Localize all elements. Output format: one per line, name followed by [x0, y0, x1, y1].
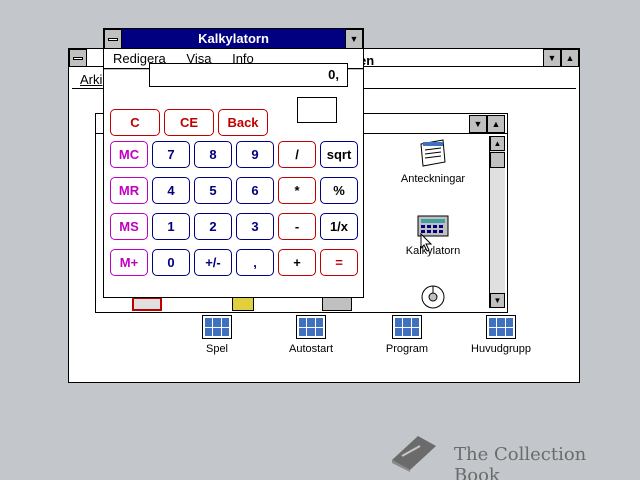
calculator-minimize-button[interactable]: ▼: [345, 29, 363, 49]
scroll-thumb[interactable]: [490, 152, 505, 168]
digit-3-button[interactable]: 3: [236, 213, 274, 240]
memory-store-button[interactable]: MS: [110, 213, 148, 240]
digit-4-button[interactable]: 4: [152, 177, 190, 204]
app-icon-kalkylatorn[interactable]: Kalkylatorn: [388, 212, 478, 257]
sign-toggle-button[interactable]: +/-: [194, 249, 232, 276]
subtract-button[interactable]: -: [278, 213, 316, 240]
digit-5-button[interactable]: 5: [194, 177, 232, 204]
app-icon-label: Kalkylatorn: [405, 245, 461, 257]
calculator-icon: [417, 215, 449, 237]
menu-arkiv[interactable]: Arki: [80, 72, 103, 87]
group-icon-huvudgrupp[interactable]: Huvudgrupp: [461, 315, 541, 355]
clear-button[interactable]: C: [110, 109, 160, 136]
scroll-up-button[interactable]: ▲: [490, 136, 505, 151]
group-icon-label: Autostart: [288, 343, 334, 355]
divide-button[interactable]: /: [278, 141, 316, 168]
group-minimize-button[interactable]: ▼: [469, 115, 487, 133]
digit-6-button[interactable]: 6: [236, 177, 274, 204]
add-button[interactable]: +: [278, 249, 316, 276]
digit-9-button[interactable]: 9: [236, 141, 274, 168]
mouse-cursor-icon: [420, 233, 433, 252]
minimize-button[interactable]: ▼: [543, 49, 561, 67]
media-player-icon: [421, 285, 445, 309]
program-group-icon: [296, 315, 326, 339]
decimal-comma-button[interactable]: ,: [236, 249, 274, 276]
calculator-display: 0,: [149, 63, 348, 87]
folder-icon: [232, 297, 254, 311]
multiply-button[interactable]: *: [278, 177, 316, 204]
calculator-title: Kalkylatorn: [198, 31, 269, 46]
reciprocal-button[interactable]: 1/x: [320, 213, 358, 240]
group-icon-label: Huvudgrupp: [471, 343, 531, 355]
group-icon-label: Program: [385, 343, 429, 355]
group-maximize-button[interactable]: ▲: [487, 115, 505, 133]
group-icon-program[interactable]: Program: [367, 315, 447, 355]
calculator-window[interactable]: Kalkylatorn ▼ Redigera Visa Info 0, C CE…: [103, 28, 364, 298]
group-icon-spel[interactable]: Spel: [177, 315, 257, 355]
clock-icon: [132, 297, 162, 311]
group-vertical-scrollbar[interactable]: ▲ ▼: [489, 136, 505, 308]
clear-entry-button[interactable]: CE: [164, 109, 214, 136]
program-group-icon: [202, 315, 232, 339]
menu-visa[interactable]: Visa: [186, 51, 212, 66]
maximize-button[interactable]: ▲: [561, 49, 579, 67]
digit-2-button[interactable]: 2: [194, 213, 232, 240]
digit-0-button[interactable]: 0: [152, 249, 190, 276]
notepad-icon: [420, 139, 446, 167]
calculator-system-menu[interactable]: [104, 29, 122, 49]
calculator-titlebar[interactable]: Kalkylatorn: [104, 29, 363, 49]
digit-1-button[interactable]: 1: [152, 213, 190, 240]
menu-redigera[interactable]: Redigera: [113, 51, 166, 66]
program-group-icon: [392, 315, 422, 339]
scroll-down-button[interactable]: ▼: [490, 293, 505, 308]
app-icon-label: Anteckningar: [400, 173, 466, 185]
memory-add-button[interactable]: M+: [110, 249, 148, 276]
watermark: The Collection Book: [388, 430, 628, 480]
group-icon-autostart[interactable]: Autostart: [271, 315, 351, 355]
program-manager-system-menu[interactable]: [69, 49, 87, 67]
group-icon-label: Spel: [205, 343, 229, 355]
equals-button[interactable]: =: [320, 249, 358, 276]
program-group-icon: [486, 315, 516, 339]
book-icon: [392, 436, 436, 472]
percent-button[interactable]: %: [320, 177, 358, 204]
menu-info[interactable]: Info: [232, 51, 254, 66]
app-icon-anteckningar[interactable]: Anteckningar: [388, 138, 478, 185]
watermark-text: The Collection Book: [454, 444, 587, 480]
digit-7-button[interactable]: 7: [152, 141, 190, 168]
sqrt-button[interactable]: sqrt: [320, 141, 358, 168]
memory-indicator: [297, 97, 337, 123]
backspace-button[interactable]: Back: [218, 109, 268, 136]
memory-clear-button[interactable]: MC: [110, 141, 148, 168]
memory-recall-button[interactable]: MR: [110, 177, 148, 204]
digit-8-button[interactable]: 8: [194, 141, 232, 168]
